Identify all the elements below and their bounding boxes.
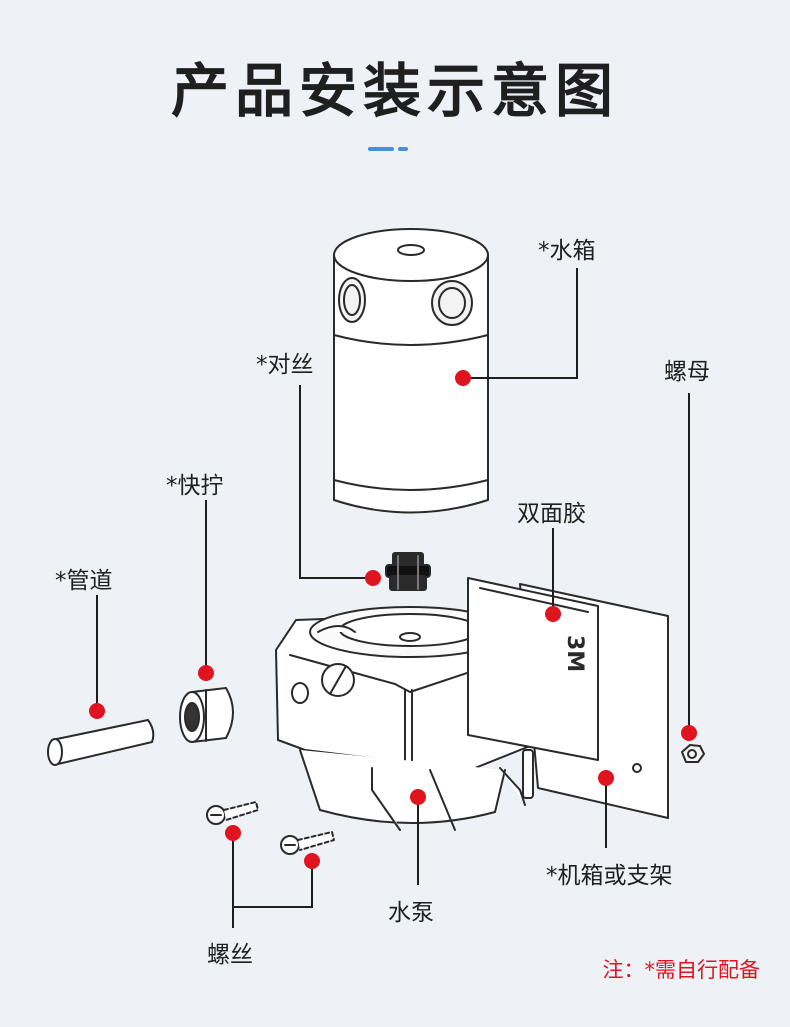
label-nut: 螺母 bbox=[664, 359, 710, 385]
label-coupler: *对丝 bbox=[256, 352, 314, 378]
tape-illustration bbox=[467, 577, 599, 761]
title-accent-bar bbox=[368, 147, 394, 151]
label-screws: 螺丝 bbox=[207, 942, 253, 968]
coupler-illustration bbox=[385, 552, 431, 591]
nut-illustration bbox=[681, 744, 705, 763]
screws-illustration bbox=[206, 801, 335, 855]
quick-connector-illustration bbox=[179, 687, 234, 743]
label-double-sided-tape: 双面胶 bbox=[517, 501, 586, 527]
label-case-or-bracket: *机箱或支架 bbox=[546, 863, 673, 889]
label-pipe: *管道 bbox=[55, 568, 113, 594]
water-tank-illustration bbox=[333, 228, 489, 514]
page-title: 产品安装示意图 bbox=[170, 57, 619, 125]
label-quick-connector: *快拧 bbox=[166, 473, 224, 499]
leader-lines bbox=[96, 268, 690, 928]
pipe-illustration bbox=[47, 719, 155, 766]
tape-brand: 3M bbox=[562, 635, 587, 672]
footnote: 注：*需自行配备 bbox=[602, 958, 761, 982]
title-accent-dot bbox=[398, 147, 408, 151]
label-pump: 水泵 bbox=[388, 900, 434, 926]
markers bbox=[89, 370, 697, 869]
label-water-tank: *水箱 bbox=[538, 238, 596, 264]
